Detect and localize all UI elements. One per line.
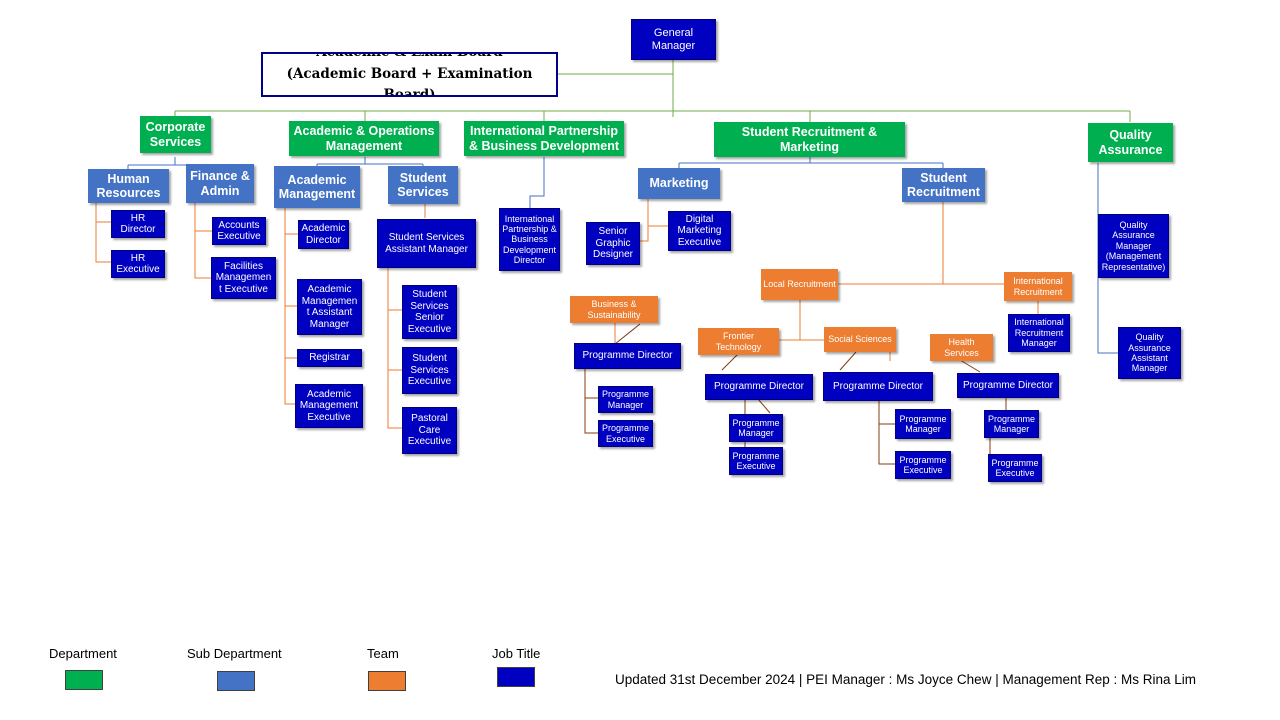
subdept-marketing: Marketing — [638, 168, 720, 199]
legend-swatch-sub-department — [217, 671, 255, 691]
team-business-sustainability: Business & Sustainability — [570, 296, 658, 323]
connector-line — [640, 199, 668, 242]
job-digital-marketing-executive: Digital Marketing Executive — [668, 211, 731, 251]
team-international-recruitment: International Recruitment — [1004, 272, 1072, 301]
job-bs-programme-director: Programme Director — [574, 343, 681, 369]
job-hs-programme-executive: Programme Executive — [988, 454, 1042, 482]
job-hr-executive: HR Executive — [111, 250, 165, 278]
connector-line — [678, 157, 944, 168]
dept-corporate-services: Corporate Services — [140, 116, 211, 153]
connector-line — [95, 203, 111, 263]
job-academic-director: Academic Director — [298, 220, 349, 249]
connector-line — [387, 204, 426, 429]
connector-line — [614, 202, 1039, 361]
team-health-services: Health Services — [930, 334, 993, 361]
legend-label-department: Department — [49, 646, 117, 661]
subdept-academic-management: Academic Management — [274, 166, 360, 208]
job-ss-programme-executive: Programme Executive — [895, 451, 951, 479]
job-accounts-executive: Accounts Executive — [212, 217, 266, 245]
job-student-services-senior-executive: Student Services Senior Executive — [402, 285, 457, 339]
team-local-recruitment: Local Recruitment — [761, 269, 838, 300]
job-registrar: Registrar — [297, 349, 362, 367]
legend-swatch-team — [368, 671, 406, 691]
job-qa-manager: Quality Assurance Manager (Management Re… — [1098, 214, 1169, 278]
subdept-student-services: Student Services — [388, 166, 458, 204]
job-ss-programme-manager: Programme Manager — [895, 409, 951, 439]
subdept-student-recruitment: Student Recruitment — [902, 168, 985, 202]
job-hr-director: HR Director — [111, 210, 165, 238]
team-social-sciences: Social Sciences — [824, 327, 896, 352]
dept-international-partnership: International Partnership & Business Dev… — [464, 121, 624, 156]
job-student-services-assistant-manager: Student Services Assistant Manager — [377, 219, 476, 268]
job-pastoral-care-executive: Pastoral Care Executive — [402, 407, 457, 454]
connector-line — [194, 203, 212, 279]
dept-quality-assurance: Quality Assurance — [1088, 123, 1173, 162]
job-facilities-management-executive: Facilities Managemen t Executive — [211, 257, 276, 299]
legend-swatch-department — [65, 670, 103, 690]
job-ipbd-director: International Partnership & Business Dev… — [499, 208, 560, 271]
dept-academic-operations: Academic & Operations Management — [289, 121, 439, 156]
job-qa-assistant-manager: Quality Assurance Assistant Manager — [1118, 327, 1181, 379]
job-bs-programme-manager: Programme Manager — [598, 386, 653, 413]
board-title: Academic & Exam Board — [316, 52, 503, 61]
legend-swatch-job-title — [497, 667, 535, 687]
legend-label-team: Team — [367, 646, 399, 661]
job-ss-programme-director: Programme Director — [823, 372, 933, 401]
job-academic-management-assistant-manager: Academic Managemen t Assistant Manager — [297, 279, 362, 335]
job-ft-programme-manager: Programme Manager — [729, 414, 783, 442]
connector-line — [529, 157, 545, 208]
board-subtitle: (Academic Board + Examination Board) — [286, 65, 533, 97]
job-academic-management-executive: Academic Management Executive — [295, 384, 363, 428]
general-manager-box: General Manager — [631, 19, 716, 60]
connector-line — [316, 157, 424, 167]
footer-updated-note: Updated 31st December 2024 | PEI Manager… — [615, 672, 1197, 687]
connector-line — [174, 60, 1131, 122]
legend-label-sub-department: Sub Department — [187, 646, 282, 661]
job-ft-programme-director: Programme Director — [705, 374, 813, 400]
job-ft-programme-executive: Programme Executive — [729, 447, 783, 475]
subdept-human-resources: Human Resources — [88, 169, 169, 203]
connector-line — [614, 323, 981, 373]
job-bs-programme-executive: Programme Executive — [598, 420, 653, 447]
subdept-finance-admin: Finance & Admin — [186, 164, 254, 203]
dept-recruitment-marketing: Student Recruitment & Marketing — [714, 122, 905, 157]
job-hs-programme-director: Programme Director — [957, 373, 1059, 398]
legend-label-job-title: Job Title — [492, 646, 541, 661]
job-hs-programme-manager: Programme Manager — [984, 410, 1039, 438]
job-student-services-executive: Student Services Executive — [402, 347, 457, 394]
connector-line — [878, 401, 895, 465]
job-international-recruitment-manager: International Recruitment Manager — [1008, 314, 1070, 352]
connector-line — [127, 157, 220, 170]
connector-line — [584, 369, 598, 434]
connector-line — [284, 208, 298, 405]
job-senior-graphic-designer: Senior Graphic Designer — [586, 222, 640, 265]
team-frontier-technology: Frontier Technology — [698, 328, 779, 355]
academic-exam-board-box: Academic & Exam Board (Academic Board + … — [261, 52, 558, 97]
